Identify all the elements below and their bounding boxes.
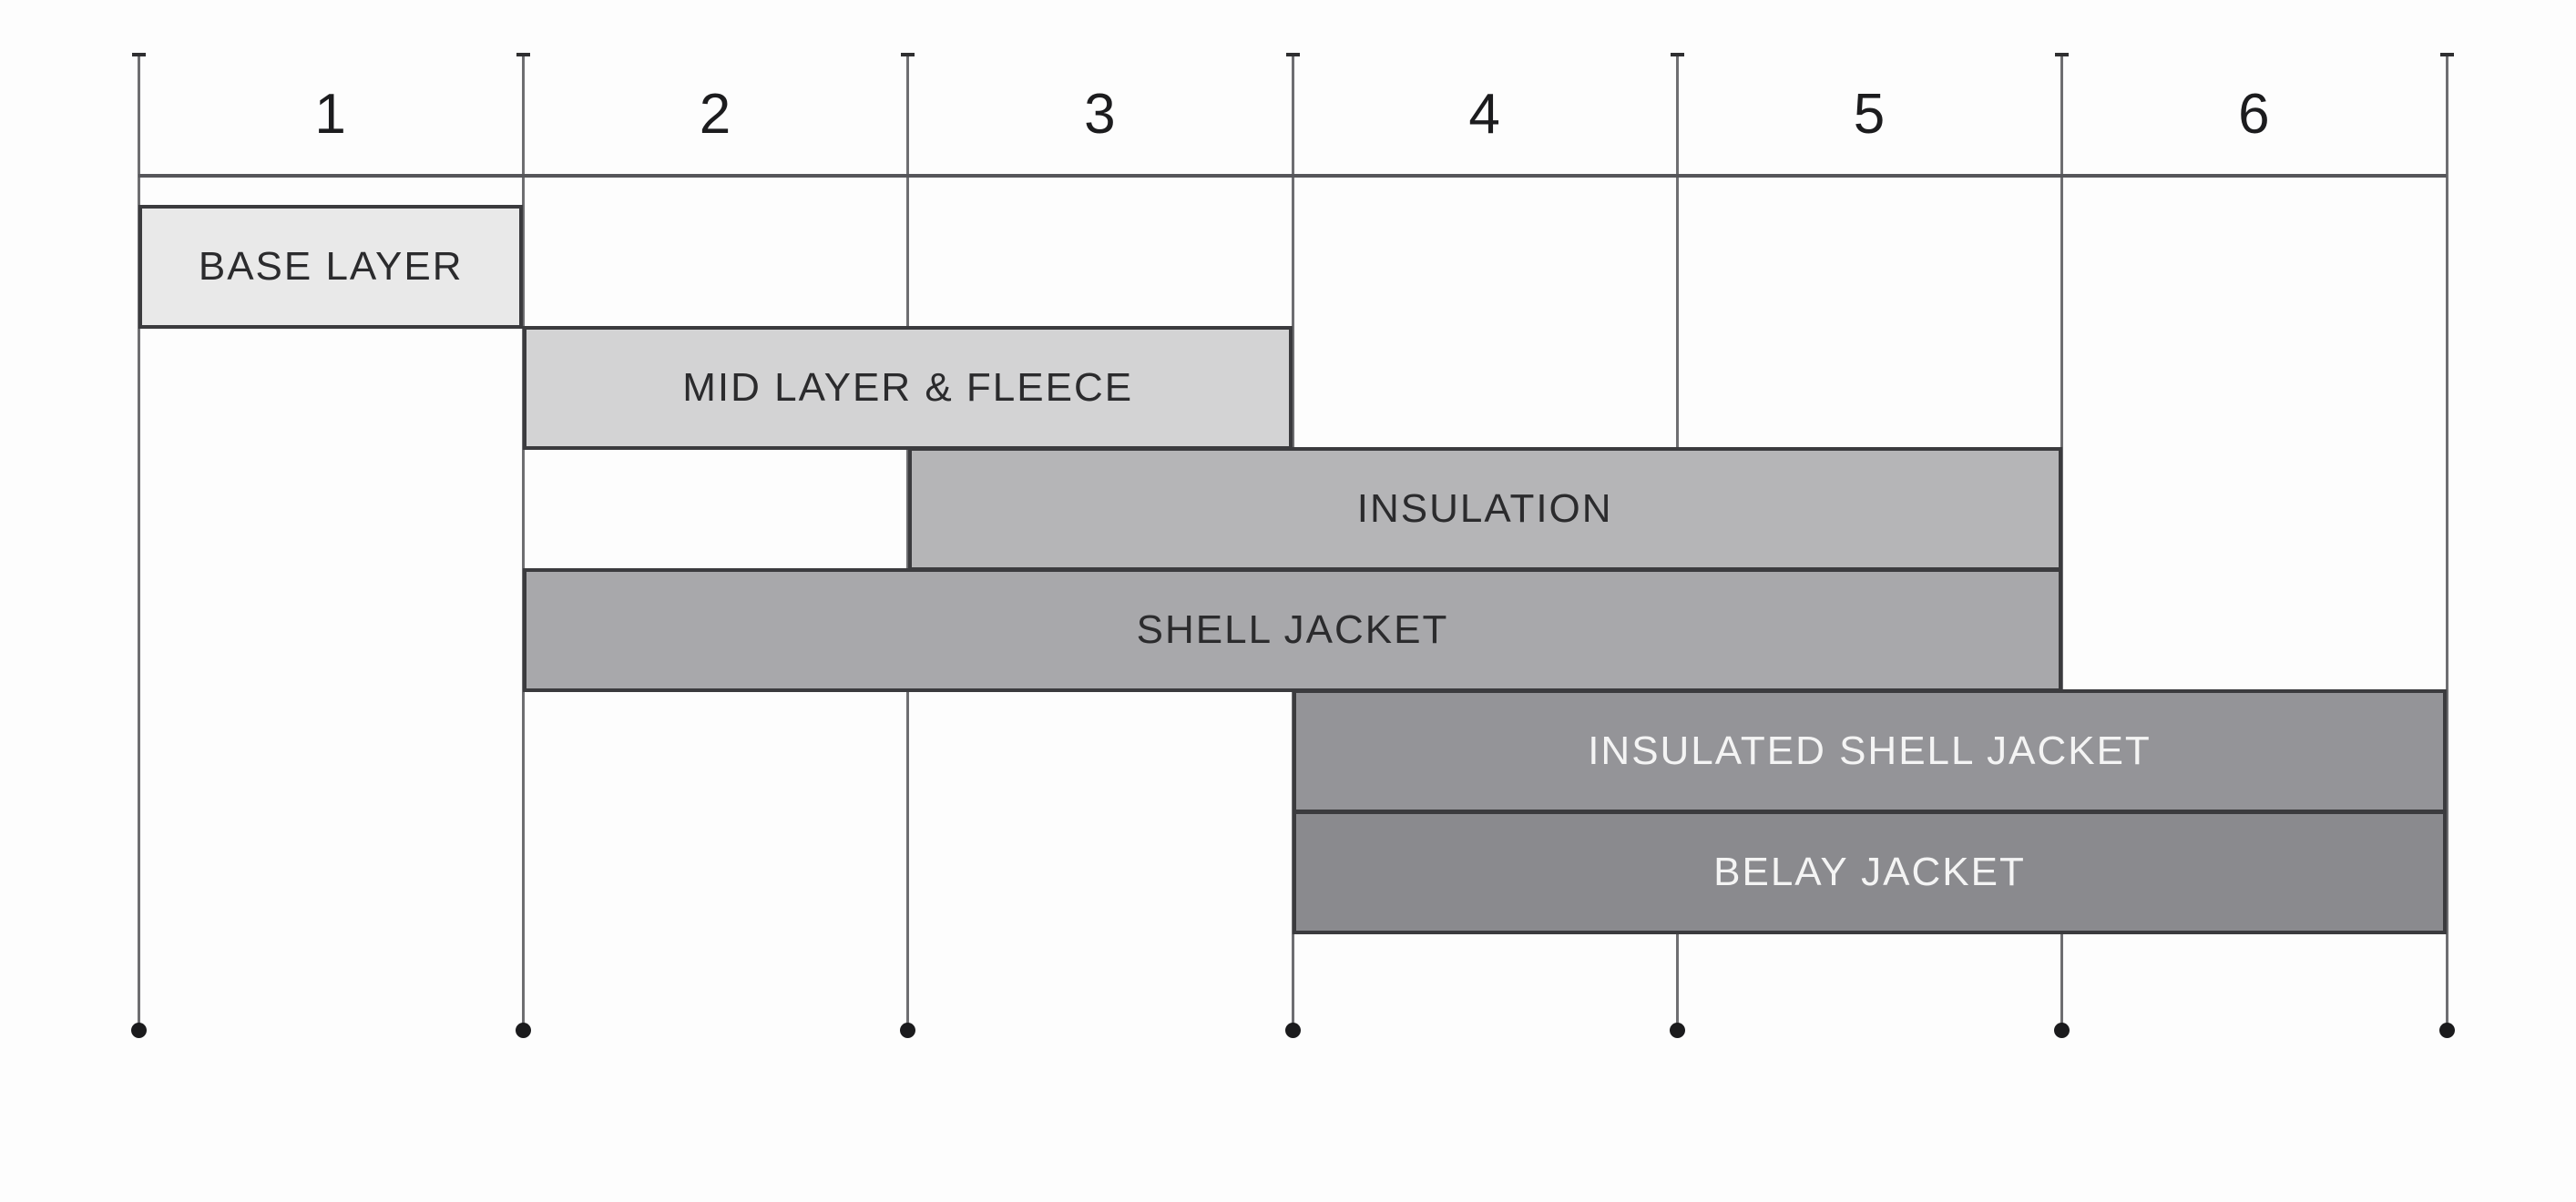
column-number-4: 4 [1468,83,1501,146]
grid-line-bottom-dot-1 [130,1022,147,1038]
grid-line-top-tick-4 [1285,53,1300,56]
grid-line-top-tick-7 [2439,53,2454,56]
grid-line-top-tick-2 [516,53,530,56]
bar-shell-jacket: SHELL JACKET [523,568,2062,692]
grid-line-bottom-dot-2 [515,1022,531,1038]
bar-label: INSULATED SHELL JACKET [1588,728,2152,773]
column-number-6: 6 [2238,83,2271,146]
bar-belay-jacket: BELAY JACKET [1293,810,2447,934]
bar-label: INSULATION [1356,486,1613,531]
column-number-3: 3 [1084,83,1117,146]
header-rule-line [138,174,2447,178]
grid-line-bottom-dot-7 [2438,1022,2455,1038]
grid-line-top-tick-5 [1670,53,1684,56]
grid-line-1 [137,55,140,1030]
grid-line-bottom-dot-6 [2054,1022,2070,1038]
grid-line-bottom-dot-5 [1669,1022,1685,1038]
grid-line-bottom-dot-4 [1284,1022,1301,1038]
grid-line-top-tick-6 [2055,53,2070,56]
bar-label: MID LAYER & FLEECE [682,365,1134,410]
grid-line-top-tick-1 [131,53,146,56]
bar-label: BASE LAYER [198,244,464,289]
grid-line-bottom-dot-3 [900,1022,916,1038]
bar-mid-layer-fleece: MID LAYER & FLEECE [523,326,1293,450]
bar-base-layer: BASE LAYER [138,205,524,329]
column-number-5: 5 [1853,83,1886,146]
bar-label: BELAY JACKET [1713,850,2026,894]
column-number-1: 1 [314,83,347,146]
grid-line-top-tick-3 [901,53,915,56]
bar-insulated-shell-jacket: INSULATED SHELL JACKET [1293,689,2447,813]
grid-line-6 [2060,55,2064,1030]
bar-insulation: INSULATION [907,447,2062,571]
grid-line-7 [2445,55,2448,1030]
grid-line-2 [521,55,525,1030]
bar-label: SHELL JACKET [1136,607,1449,652]
column-number-2: 2 [699,83,732,146]
